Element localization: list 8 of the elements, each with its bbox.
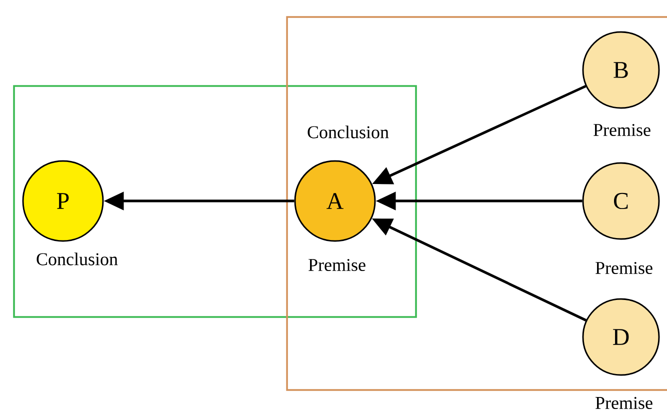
- group-frame: [286, 16, 667, 391]
- node-label: Premise: [594, 124, 650, 136]
- node-label: Premise: [596, 262, 652, 274]
- node-label: Premise: [308, 258, 366, 272]
- group-frame: [13, 85, 417, 318]
- node-label: Premise: [596, 396, 652, 410]
- node-label: Conclusion: [36, 252, 118, 266]
- node-label: Conclusion: [308, 126, 389, 138]
